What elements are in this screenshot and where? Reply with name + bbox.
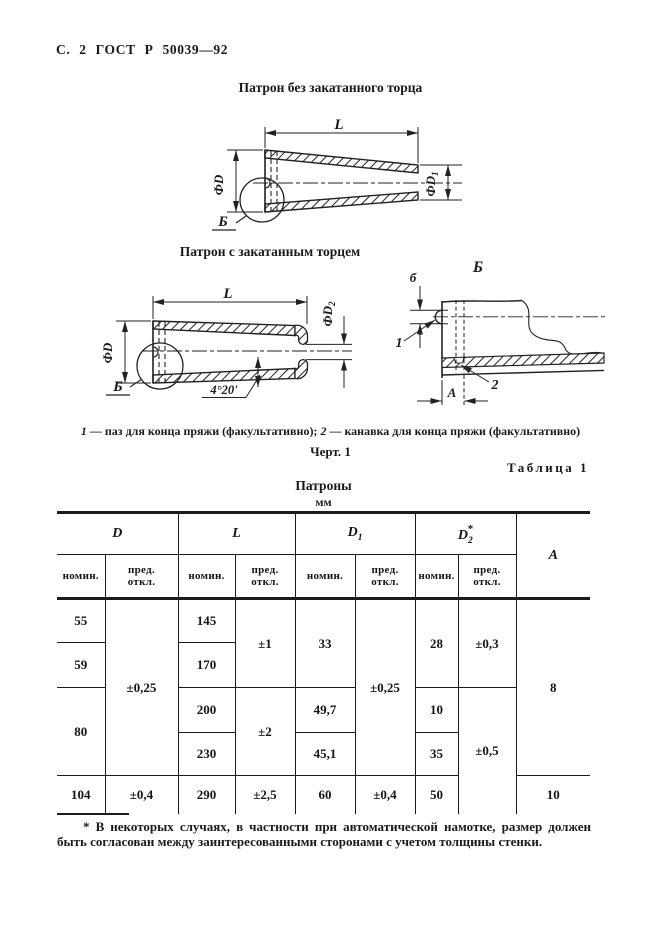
figure1-length-dimension: L: [264, 117, 419, 163]
cell-d1-nominal: 49,7: [294, 687, 356, 733]
dim-label-a: А: [447, 385, 457, 400]
subheader-d-nominal: номин.: [57, 554, 106, 600]
column-group-l: L: [177, 511, 296, 555]
detail-view-label: Б: [472, 259, 483, 276]
cell-d1-deviation: ±0,4: [354, 775, 416, 814]
detail-callout-label: Б: [112, 379, 123, 395]
cell-d1-deviation: ±0,25: [354, 598, 416, 776]
cell-d1-nominal: 33: [294, 598, 356, 688]
cell-a: 10: [515, 775, 590, 814]
cell-d1-nominal: 45,1: [294, 732, 356, 776]
legend-item1-text: — паз для конца пряжи (факультативно);: [89, 424, 318, 438]
detail-dim-a: А: [417, 375, 488, 405]
footnote-text: В некоторых случаях, в частности при авт…: [57, 819, 591, 849]
cell-l-deviation: ±2,5: [234, 775, 296, 814]
subheader-d1-deviation: пред. откл.: [354, 554, 416, 600]
cell-l-nominal: 290: [177, 775, 236, 814]
footnote-marker: *: [83, 819, 90, 834]
cell-d-deviation: ±0,4: [104, 775, 179, 814]
table-title: Патроны: [295, 478, 352, 493]
subheader-l-deviation: пред. откл.: [234, 554, 296, 600]
column-group-a: А: [515, 511, 590, 600]
detail-callout-2: 2: [460, 364, 499, 393]
dim-label-phi-d: ФD: [211, 174, 226, 195]
cell-l-nominal: 170: [177, 642, 236, 688]
detail-view: Б б 1 2: [396, 259, 608, 405]
cell-d-nominal: 59: [57, 642, 106, 688]
cell-d2-nominal: 28: [414, 598, 459, 688]
figure1-drawing: L ФD ФD1 Б: [211, 117, 462, 231]
detail-callout-label: Б: [217, 214, 228, 230]
figure2-diameter-d-dimension: ФD: [100, 320, 151, 384]
subheader-d2-deviation: пред. откл.: [457, 554, 517, 600]
table-units: мм: [315, 495, 332, 509]
angle-label: 4°20': [209, 383, 238, 397]
subheader-d1-nominal: номин.: [294, 554, 356, 600]
dim-label-phi-d2: ФD2: [320, 301, 337, 326]
cell-l-nominal: 230: [177, 732, 236, 776]
column-group-d: D: [57, 511, 179, 555]
cell-d-nominal: 80: [57, 687, 106, 776]
cell-d2-nominal: 50: [414, 775, 459, 814]
cell-d2-nominal: 10: [414, 687, 459, 733]
callout-1-label: 1: [396, 336, 403, 351]
column-group-d2: D2*: [414, 511, 517, 555]
figure1-tube-outline: [253, 149, 462, 213]
callout-2-label: 2: [491, 378, 499, 393]
footnote-rule: [57, 813, 129, 815]
cell-l-deviation: ±2: [234, 687, 296, 776]
figure1-title: Патрон без закатанного торца: [238, 80, 423, 95]
cell-d2-deviation: ±0,5: [457, 687, 517, 814]
figure2-detail-callout: Б: [106, 342, 184, 396]
subheader-l-nominal: номин.: [177, 554, 236, 600]
dim-label-L: L: [333, 117, 343, 133]
figure2-title: Патрон с закатанным торцем: [179, 244, 361, 259]
cell-d-deviation: ±0,25: [104, 598, 179, 776]
figure2-angle-dimension: 4°20': [202, 357, 261, 399]
cell-l-deviation: ±1: [234, 598, 296, 688]
cell-d-nominal: 104: [57, 775, 106, 814]
cell-l-nominal: 200: [177, 687, 236, 733]
legend-item2-text: — канавка для конца пряжи (факультативно…: [329, 424, 581, 438]
dim-label-L: L: [222, 286, 232, 302]
cell-d1-nominal: 60: [294, 775, 356, 814]
cell-a: 8: [515, 598, 590, 776]
figure2-drawing: L ФD ФD2 4°20': [100, 259, 608, 405]
dim-label-phi-d1: ФD1: [423, 172, 440, 197]
column-group-d1: D1: [294, 511, 416, 555]
footnote: * В некоторых случаях, в частности при а…: [57, 819, 591, 850]
dimensions-table: D L D1 D2* А номин. пред. откл. номин. п…: [57, 511, 590, 814]
legend-item1-number: 1: [80, 424, 87, 438]
legend-item2-number: 2: [320, 424, 327, 438]
dim-label-b: б: [410, 270, 417, 285]
figure-number: Черт. 1: [310, 444, 351, 459]
cell-d2-nominal: 35: [414, 732, 459, 776]
cell-l-nominal: 145: [177, 598, 236, 643]
detail-callout-1: 1: [396, 319, 436, 351]
table-caption: Таблица 1: [506, 460, 589, 475]
subheader-d-deviation: пред. откл.: [104, 554, 179, 600]
figure2-diameter-d2-dimension: ФD2: [306, 301, 352, 388]
dim-label-phi-d: ФD: [100, 342, 115, 363]
figure-legend: 1 — паз для конца пряжи (факультативно);…: [30, 424, 631, 439]
figure2-length-dimension: L: [152, 286, 308, 324]
cell-d2-deviation: ±0,3: [457, 598, 517, 688]
subheader-d2-nominal: номин.: [414, 554, 459, 600]
cell-d-nominal: 55: [57, 598, 106, 643]
figure1-detail-callout: Б: [212, 177, 285, 231]
figure1-diameter-d-dimension: ФD: [211, 149, 263, 213]
figure1-diameter-d1-dimension: ФD1: [420, 164, 462, 201]
page-header: С. 2 ГОСТ Р 50039—92: [56, 42, 229, 57]
figure2-tube-outline: [142, 320, 352, 384]
